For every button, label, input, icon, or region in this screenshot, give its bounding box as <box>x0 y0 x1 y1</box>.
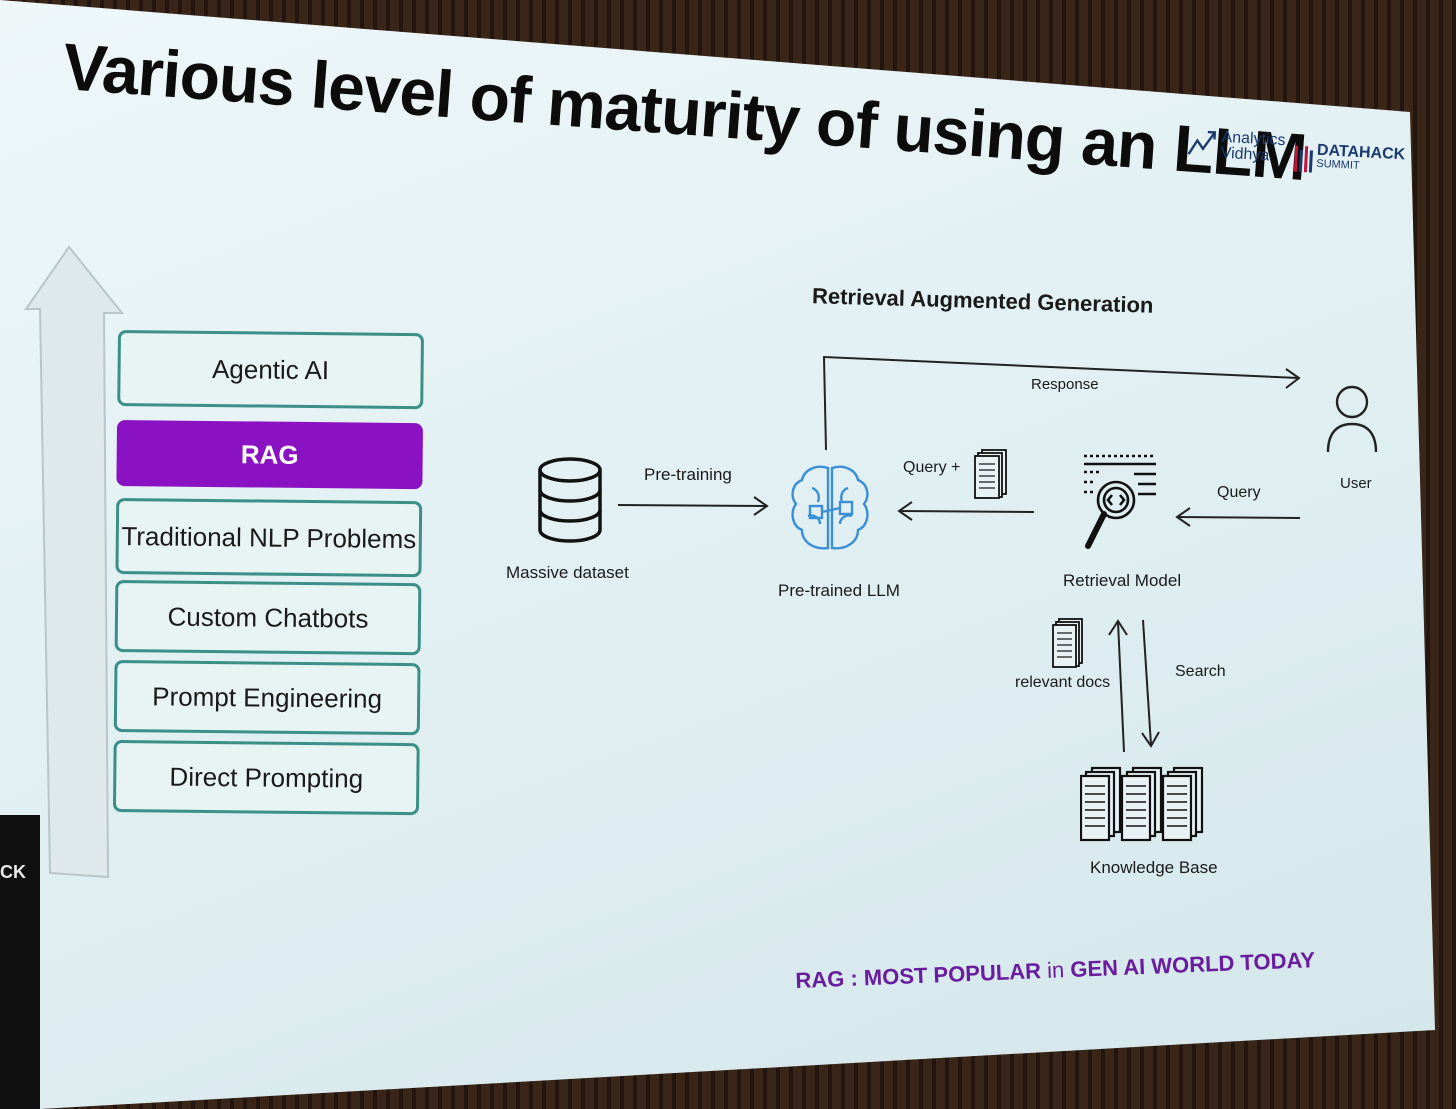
database-icon <box>538 457 602 543</box>
documents-icon <box>974 449 1007 499</box>
response-arrowhead <box>1285 368 1301 389</box>
magnifier-code-icon <box>1084 454 1156 549</box>
edge-response: Response <box>1031 376 1099 393</box>
query-plus-arrowhead <box>897 501 913 521</box>
analytics-vidhya-logo: Analytics Vidhya <box>1186 128 1286 165</box>
edge-relevant-docs: relevant docs <box>1015 674 1111 691</box>
query-plus-line <box>899 510 1035 513</box>
relevant-docs-icon <box>1052 618 1083 668</box>
edge-search: Search <box>1175 663 1226 680</box>
query-arrowhead <box>1175 507 1191 527</box>
edge-pretraining: Pre-training <box>644 465 732 484</box>
node-user: User <box>1340 475 1372 492</box>
node-knowledge-base: Knowledge Base <box>1090 858 1218 877</box>
maturity-up-arrow-icon <box>24 245 125 879</box>
edge-query-plus: Query + <box>903 459 961 476</box>
search-line <box>1142 619 1152 746</box>
pretraining-line <box>617 504 767 507</box>
node-massive-dataset: Massive dataset <box>506 563 629 582</box>
node-pretrained-llm: Pre-trained LLM <box>778 581 900 600</box>
relevant-docs-arrowhead <box>1108 619 1128 636</box>
user-icon <box>1326 385 1378 453</box>
response-line <box>822 355 1299 451</box>
pretraining-arrowhead <box>753 496 769 516</box>
edge-text-fragment: CK <box>0 862 26 882</box>
trend-arrow-icon <box>1187 130 1217 155</box>
brain-icon <box>791 465 869 550</box>
footer-in: in <box>1046 957 1065 983</box>
knowledge-base-icon <box>1080 766 1204 842</box>
query-line <box>1177 516 1301 519</box>
relevant-docs-line <box>1117 621 1125 753</box>
search-arrowhead <box>1141 731 1160 748</box>
node-retrieval-model: Retrieval Model <box>1063 571 1182 590</box>
edge-query: Query <box>1217 484 1261 501</box>
